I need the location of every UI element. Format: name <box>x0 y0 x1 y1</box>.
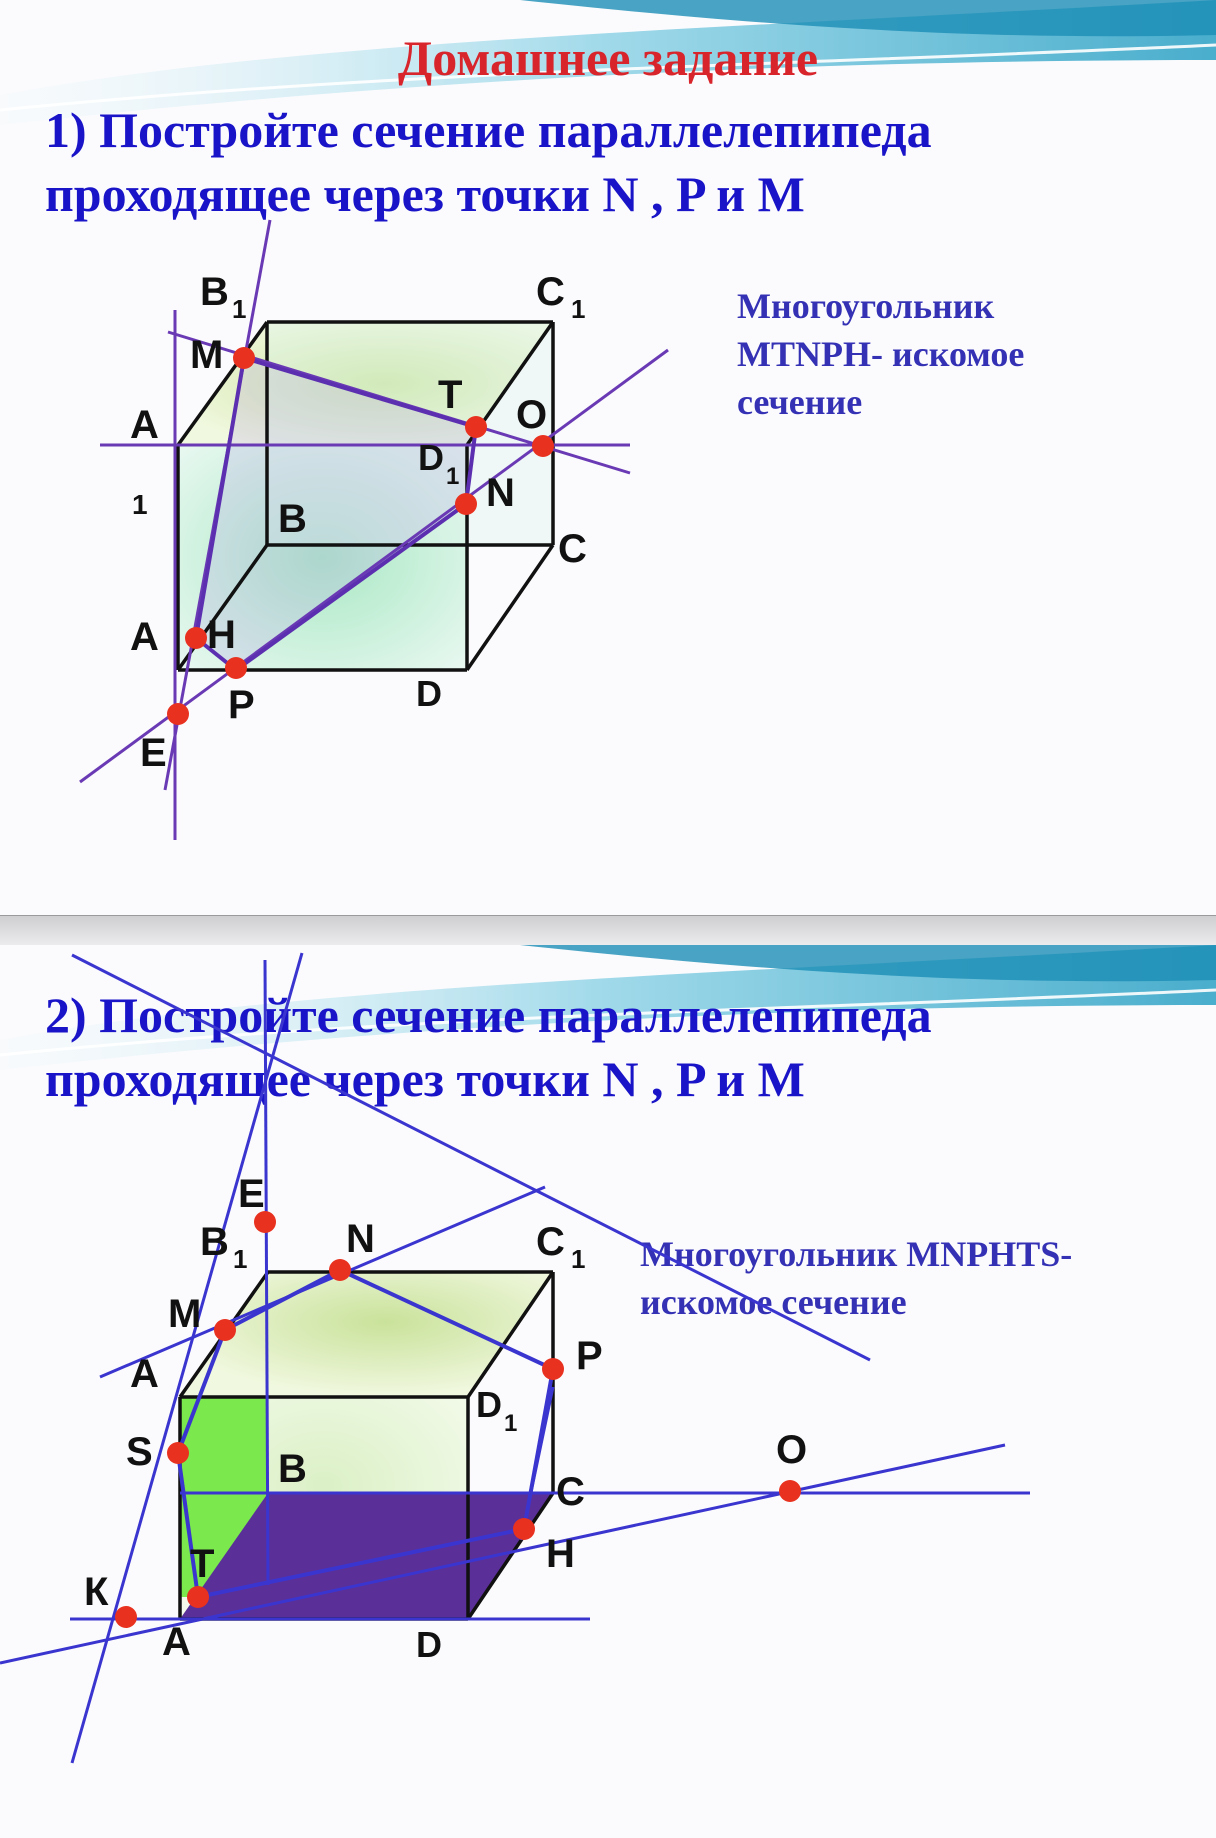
point-h <box>513 1518 535 1540</box>
task1-answer-line2: MTNPH- искомое <box>737 334 1025 374</box>
label-d1: D <box>476 1384 502 1425</box>
parallelepiped-diagram-1: B 1 C 1 M T O A D 1 N 1 B C A H P D E <box>79 219 669 840</box>
left-face-shaded <box>180 1397 268 1597</box>
homework-title: Домашнее задание <box>397 30 819 86</box>
label-n: N <box>486 471 515 515</box>
label-a1-sub: 1 <box>132 489 148 520</box>
label-b1-sub: 1 <box>232 294 246 324</box>
section-points <box>115 1211 801 1628</box>
label-b1-sub: 1 <box>233 1244 247 1274</box>
label-d1: D <box>418 437 444 478</box>
point-n <box>455 493 477 515</box>
point-p <box>225 657 247 679</box>
label-c: C <box>556 1470 585 1514</box>
point-p <box>542 1358 564 1380</box>
back-face <box>267 322 553 545</box>
label-n: N <box>346 1217 375 1261</box>
label-c1-sub: 1 <box>571 294 585 324</box>
label-a1: A <box>130 1352 159 1396</box>
label-t: T <box>190 1542 214 1586</box>
label-o: O <box>516 393 547 437</box>
label-k: К <box>84 1570 109 1614</box>
label-h: H <box>207 613 236 657</box>
label-h: H <box>546 1532 575 1576</box>
label-p: P <box>228 683 255 727</box>
point-k <box>115 1606 137 1628</box>
task1-answer-line1: Многоугольник <box>737 286 995 326</box>
label-b1: B <box>200 270 229 314</box>
section-points <box>167 347 554 725</box>
section-edges <box>176 1268 555 1599</box>
point-s <box>167 1442 189 1464</box>
label-c1: C <box>536 270 565 314</box>
task1-answer-line3: сечение <box>737 382 863 422</box>
label-c1-sub: 1 <box>571 1244 585 1274</box>
slide-divider <box>0 915 1216 946</box>
point-e <box>254 1211 276 1233</box>
point-m <box>214 1319 236 1341</box>
label-d1-sub: 1 <box>504 1410 517 1437</box>
label-c1: C <box>536 1220 565 1264</box>
label-d: D <box>416 1624 442 1665</box>
slide-task-1: Домашнее задание 1) Постройте сечение па… <box>0 0 1216 915</box>
task1-title-line1: 1) Постройте сечение параллелепипеда <box>45 102 932 158</box>
task2-title-line2: проходящее через точки N , P и M <box>45 1051 805 1107</box>
label-m: M <box>168 1292 201 1336</box>
point-n <box>329 1259 351 1281</box>
construction-lines <box>0 952 1030 1764</box>
label-b: B <box>278 1447 307 1491</box>
point-o <box>532 435 554 457</box>
label-m: M <box>190 333 223 377</box>
label-e: E <box>238 1172 265 1216</box>
front-face <box>178 445 467 670</box>
point-t <box>187 1586 209 1608</box>
point-t <box>465 416 487 438</box>
header-decoration <box>0 0 1216 125</box>
label-d: D <box>416 673 442 714</box>
label-a1: A <box>130 403 159 447</box>
slide-task-2: 2) Постройте сечение параллелепипеда про… <box>0 945 1216 1838</box>
point-o <box>779 1480 801 1502</box>
label-d1-sub: 1 <box>446 463 459 490</box>
parallelepiped-diagram-2: E B 1 N C 1 M A P D 1 S B O C H T К A D <box>0 952 1030 1764</box>
label-e: E <box>140 731 167 775</box>
label-p: P <box>576 1334 603 1378</box>
point-m <box>233 347 255 369</box>
bottom-face-shaded <box>180 1493 553 1619</box>
task2-answer-line1: Многоугольник MNPHTS- <box>640 1234 1073 1274</box>
top-face <box>180 1272 553 1397</box>
label-s: S <box>126 1430 153 1474</box>
label-b1: B <box>200 1220 229 1264</box>
label-a: A <box>130 615 159 659</box>
top-face <box>178 322 553 445</box>
label-b: B <box>278 497 307 541</box>
label-c: C <box>558 527 587 571</box>
label-t: T <box>438 373 462 417</box>
point-e <box>167 703 189 725</box>
label-o: O <box>776 1428 807 1472</box>
label-a: A <box>162 1620 191 1664</box>
point-h <box>185 627 207 649</box>
task1-title-line2: проходящее через точки N , P и M <box>45 166 805 222</box>
task2-answer-line2: искомое сечение <box>640 1282 907 1322</box>
header-decoration-2 <box>0 945 1216 1070</box>
